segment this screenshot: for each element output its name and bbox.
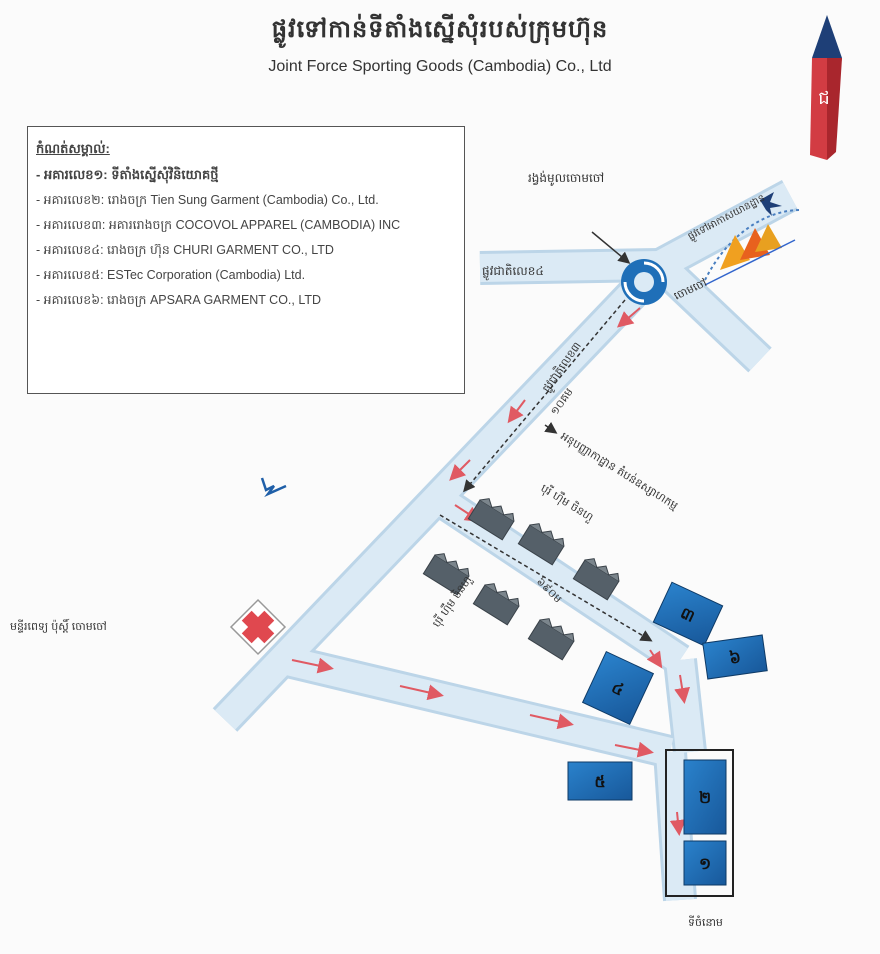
page-title-km: ផ្លូវទៅកាន់ទីតាំងស្នើសុំរបស់ក្រុមហ៊ុន [271, 14, 609, 43]
hospital-icon [229, 598, 287, 656]
target-site-frame [665, 749, 734, 897]
page-title-en: Joint Force Sporting Goods (Cambodia) Co… [268, 58, 612, 75]
building-1-label: ១ [699, 854, 711, 873]
building-2-label: ២ [699, 788, 711, 807]
compass-label: ជ [818, 88, 829, 109]
legend-item: - អគារលេខ៤: រោងចក្រ ហ៊ុន CHURI GARMENT C… [36, 243, 334, 257]
building-4: ៤ [581, 650, 655, 726]
legend-title: កំណត់សម្គាល់: [36, 141, 110, 156]
building-2: ២ [683, 759, 727, 835]
building-5-label: ៥ [594, 772, 605, 791]
industrial-zone-pointer [544, 421, 558, 434]
legend-item: - អគារលេខ៦: រោងចក្រ APSARA GARMENT CO., … [36, 293, 322, 307]
roundabout-icon [621, 259, 667, 305]
ink-mark-icon [260, 477, 287, 498]
factories [422, 498, 620, 661]
legend-item: - អគារលេខ៣: អគាររោងចក្រ COCOVOL APPAREL … [36, 218, 401, 232]
distance-lines [439, 299, 653, 642]
building-6: ៦ [702, 634, 768, 680]
airport-icon [704, 192, 801, 286]
building-1: ១ [683, 840, 727, 886]
bottom-note: ទីចំនោម [688, 917, 723, 929]
legend-item: - អគារលេខ២: រោងចក្រ Tien Sung Garment (C… [36, 193, 379, 207]
road4-label: ផ្លូវជាតិលេខ៤ [482, 264, 544, 278]
legend-item: - អគារលេខ១: ទីតាំងស្នើសុំវិនិយោគថ្មី [36, 167, 219, 182]
roundabout-pointer [591, 231, 631, 264]
legend-box: កំណត់សម្គាល់: - អគារលេខ១: ទីតាំងស្នើសុំវ… [27, 126, 465, 394]
building-5: ៥ [567, 761, 633, 801]
building-3: ៣ [652, 581, 724, 647]
hospital-label: មន្ទីរពេទ្យ ប៉ុស្តិ៍ ចោមចៅ [10, 621, 107, 633]
building-6-label: ៦ [728, 647, 742, 667]
north-arrow-icon: ជ [810, 15, 842, 160]
factories-top-label: បុរី ហ៊ឹម ចិនហួ [538, 481, 596, 525]
route-arrows [291, 307, 691, 836]
roundabout-label: រង្វង់មូលចោមចៅ [528, 171, 605, 185]
legend-item: - អគារលេខ៥: ESTec Corporation (Cambodia)… [36, 268, 306, 282]
